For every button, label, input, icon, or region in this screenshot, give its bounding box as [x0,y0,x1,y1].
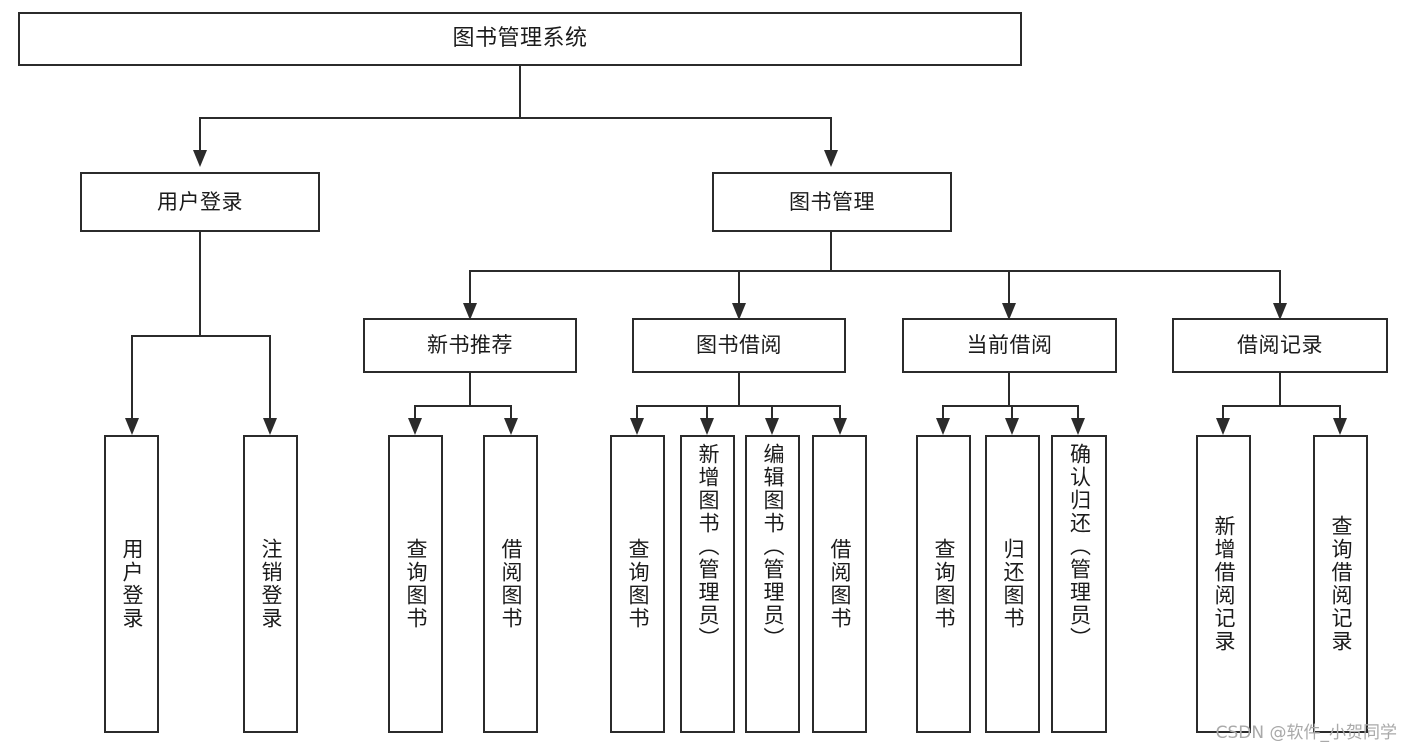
node-new-book-rec[interactable]: 新书推荐 [363,318,577,373]
arrow-current-borrow-to-query-book [936,418,950,435]
leaf-add-record[interactable]: 新增借阅记录 [1196,435,1251,733]
node-current-borrow[interactable]: 当前借阅 [902,318,1117,373]
node-book-manage[interactable]: 图书管理 [712,172,952,232]
leaf-return-book-label: 归还图书 [1001,538,1025,630]
connector-book-manage-branch-4 [1279,270,1281,312]
connector-borrow-record-bus [1222,405,1341,407]
connector-borrow-record-stem [1279,373,1281,405]
connector-borrow-record-branch-2 [1339,405,1341,418]
arrow-book-manage-to-new-book-rec [463,303,477,320]
leaf-add-book[interactable]: 新增图书（管理员） [680,435,735,733]
arrow-book-borrow-to-borrow-book [833,418,847,435]
node-book-borrow-label: 图书借阅 [696,333,782,358]
arrow-borrow-record-to-query-record [1333,418,1347,435]
connector-current-borrow-bus [942,405,1077,407]
connector-book-borrow-branch-4 [839,405,841,418]
connector-root-to-book-manage [830,117,832,150]
leaf-confirm-return[interactable]: 确认归还（管理员） [1051,435,1107,733]
connector-book-borrow-branch-1 [636,405,638,418]
leaf-logout[interactable]: 注销登录 [243,435,298,733]
connector-root-to-user-login [199,117,201,150]
connector-user-login-branch-1 [131,335,133,418]
connector-current-borrow-branch-2 [1011,405,1013,418]
connector-user-login-stem [199,232,201,335]
leaf-confirm-return-label: 确认归还（管理员） [1067,443,1092,650]
connector-book-borrow-bus [636,405,841,407]
connector-root-stem [519,66,521,117]
arrow-book-borrow-to-query-book [630,418,644,435]
node-current-borrow-label: 当前借阅 [966,333,1053,358]
arrow-current-borrow-to-return-book [1005,418,1019,435]
leaf-add-book-label: 新增图书（管理员） [696,443,720,650]
node-borrow-record-label: 借阅记录 [1237,333,1323,358]
connector-current-borrow-branch-1 [942,405,944,418]
arrow-root-to-book-manage [824,150,838,167]
connector-root-bus [199,117,832,119]
node-borrow-record[interactable]: 借阅记录 [1172,318,1388,373]
node-book-manage-label: 图书管理 [789,189,875,214]
leaf-query-record-label: 查询借阅记录 [1329,515,1353,653]
leaf-query-record[interactable]: 查询借阅记录 [1313,435,1368,733]
arrow-root-to-user-login [193,150,207,167]
arrow-book-manage-to-current-borrow [1002,303,1016,320]
leaf-edit-book-label: 编辑图书（管理员） [761,443,785,650]
leaf-query-book-3-label: 查询图书 [932,538,956,630]
node-root[interactable]: 图书管理系统 [18,12,1022,66]
node-book-borrow[interactable]: 图书借阅 [632,318,846,373]
connector-new-book-rec-stem [469,373,471,405]
leaf-borrow-book-2[interactable]: 借阅图书 [812,435,867,733]
leaf-user-login-label: 用户登录 [120,538,144,630]
connector-book-manage-branch-1 [469,270,471,312]
leaf-return-book[interactable]: 归还图书 [985,435,1040,733]
arrow-new-book-rec-to-query-book [408,418,422,435]
node-new-book-rec-label: 新书推荐 [427,333,513,358]
leaf-borrow-book-2-label: 借阅图书 [828,538,852,630]
node-root-label: 图书管理系统 [452,26,588,52]
connector-current-borrow-branch-3 [1077,405,1079,418]
connector-book-manage-branch-2 [738,270,740,312]
arrow-current-borrow-to-confirm-return [1071,418,1085,435]
connector-current-borrow-stem [1008,373,1010,405]
leaf-query-book-1[interactable]: 查询图书 [388,435,443,733]
node-user-login-label: 用户登录 [157,189,243,214]
arrow-book-manage-to-borrow-record [1273,303,1287,320]
leaf-user-login[interactable]: 用户登录 [104,435,159,733]
connector-book-borrow-branch-3 [771,405,773,418]
arrow-user-login-to-leaf-logout [263,418,277,435]
arrow-new-book-rec-to-borrow-book [504,418,518,435]
arrow-book-manage-to-book-borrow [732,303,746,320]
leaf-borrow-book-1[interactable]: 借阅图书 [483,435,538,733]
connector-new-book-rec-branch-1 [414,405,416,418]
leaf-query-book-2[interactable]: 查询图书 [610,435,665,733]
leaf-edit-book[interactable]: 编辑图书（管理员） [745,435,800,733]
leaf-query-book-2-label: 查询图书 [626,538,650,630]
connector-user-login-branch-2 [269,335,271,418]
connector-book-borrow-stem [738,373,740,405]
connector-user-login-bus [131,335,269,337]
leaf-logout-label: 注销登录 [259,538,283,630]
arrow-book-borrow-to-edit-book [765,418,779,435]
watermark-text: CSDN @软件_小贺同学 [1215,723,1397,743]
connector-book-manage-bus [469,270,1281,272]
leaf-borrow-book-1-label: 借阅图书 [499,538,523,630]
connector-book-manage-branch-3 [1008,270,1010,312]
arrow-borrow-record-to-add-record [1216,418,1230,435]
leaf-query-book-1-label: 查询图书 [404,538,428,630]
connector-new-book-rec-bus [414,405,512,407]
connector-book-manage-stem [830,232,832,270]
leaf-query-book-3[interactable]: 查询图书 [916,435,971,733]
connector-new-book-rec-branch-2 [510,405,512,418]
connector-book-borrow-branch-2 [706,405,708,418]
arrow-book-borrow-to-add-book [700,418,714,435]
arrow-user-login-to-leaf-user-login [125,418,139,435]
node-user-login[interactable]: 用户登录 [80,172,320,232]
leaf-add-record-label: 新增借阅记录 [1212,515,1236,653]
connector-borrow-record-branch-1 [1222,405,1224,418]
